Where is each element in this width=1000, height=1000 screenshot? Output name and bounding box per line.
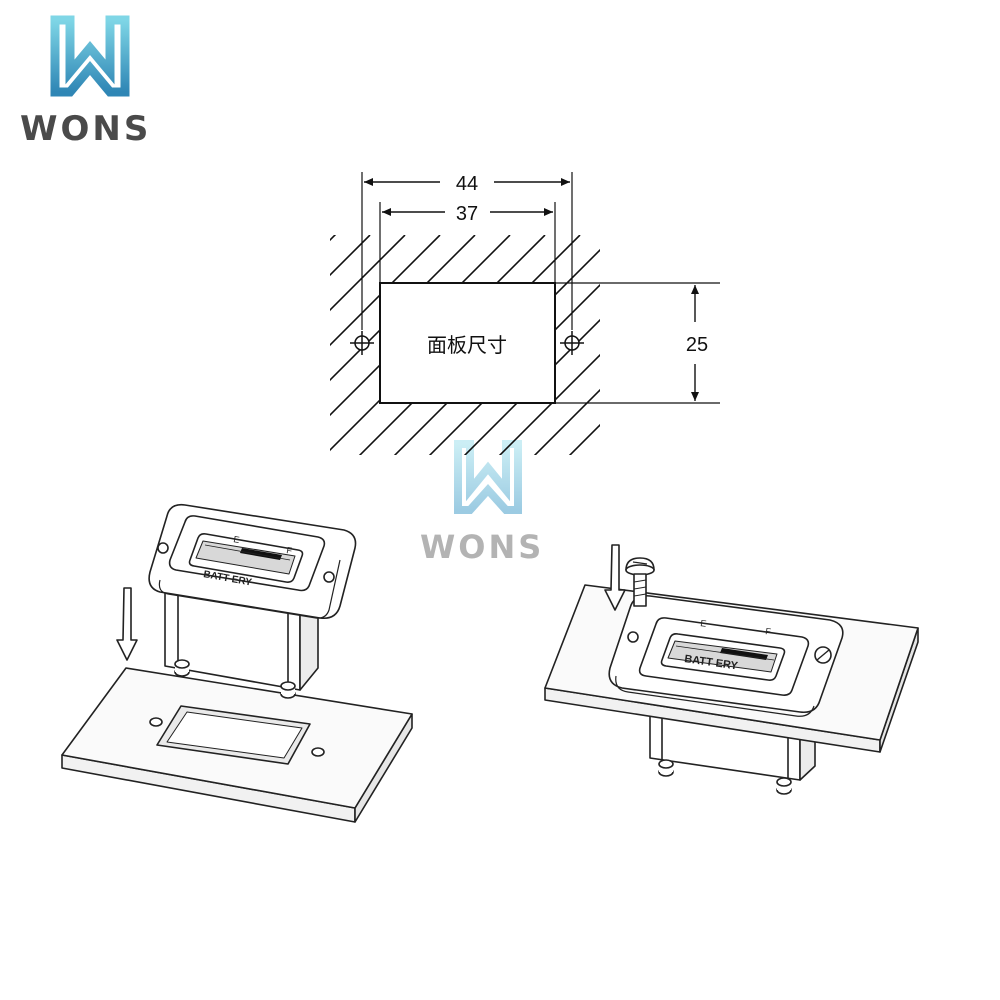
fuel-bar-right — [720, 648, 768, 660]
watermark: WONS — [420, 440, 544, 566]
gauge-bezel-left — [148, 503, 357, 620]
extension-lines — [361, 172, 720, 404]
cutout-label: 面板尺寸 — [427, 334, 507, 357]
watermark-text: WONS — [420, 528, 544, 566]
down-arrow-left-icon — [116, 587, 138, 661]
mounting-hole-left — [350, 331, 374, 355]
gauge-full-right: F — [765, 626, 772, 637]
gauge-installed-view: BATT ERY E F — [544, 544, 919, 795]
bezel-screw-hole-left — [157, 542, 169, 554]
brand-name: WONS — [20, 109, 151, 149]
bezel-screw-hole-right — [323, 571, 335, 583]
panel-cutout-drawing: 面板尺寸 44 — [330, 172, 720, 455]
gauge-full-left: F — [286, 545, 294, 556]
gauge-body-right — [649, 711, 816, 795]
w-logo-icon — [50, 15, 130, 97]
panel-screw-hole-right — [311, 747, 325, 757]
gauge-insertion-view: BATT ERY E F — [61, 503, 413, 823]
brand-logo: WONS — [20, 15, 151, 149]
dimension-37-label: 37 — [456, 203, 478, 225]
panel-screw-hole-left — [149, 717, 163, 727]
watermark-w-icon — [454, 440, 522, 514]
gauge-empty-left: E — [233, 534, 241, 545]
gauge-empty-right: E — [700, 618, 707, 629]
dimension-44-label: 44 — [456, 173, 478, 195]
screw-icon — [625, 557, 655, 607]
down-arrow-right-icon — [604, 544, 626, 611]
mounting-hole-right — [560, 331, 584, 355]
gauge-bezel-right — [608, 594, 844, 717]
panel-plate-left — [61, 667, 413, 823]
bezel-screw-hole-right-a — [627, 631, 639, 643]
dimension-25-label: 25 — [686, 334, 708, 356]
cutout-rect — [379, 282, 556, 404]
